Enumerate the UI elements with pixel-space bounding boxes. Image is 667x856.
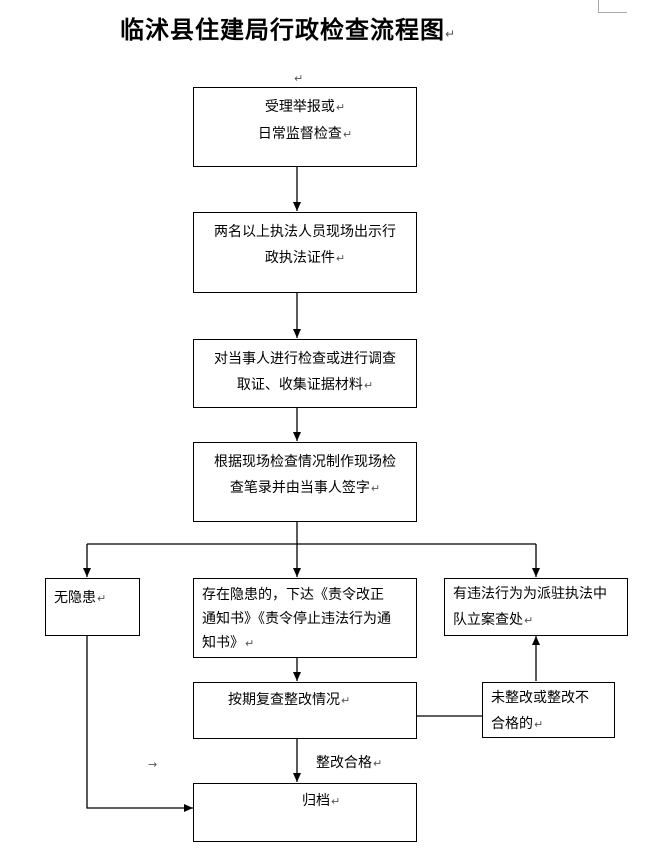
box-violation-line1: 有违法行为为派驻执法中 [453,586,607,602]
box-violation-line2: 队立案查处↵ [453,612,534,628]
box-not-rectified: 未整改或整改不 合格的↵ [482,682,615,738]
box-receive-report: 受理举报或↵ 日常监督检查↵ [193,87,417,167]
tab-mark: → [148,758,158,771]
empty-paragraph-mark: ↵ [294,72,304,85]
return-mark: ↵ [445,27,457,41]
box-hazard-line3: 知书》↵ [202,635,255,651]
page-corner-mark [598,0,627,13]
box-nohazard-text: 无隐患↵ [54,590,107,606]
box-inspect-investigate: 对当事人进行检查或进行调查 取证、收集证据材料↵ [193,339,417,408]
box-hazard-notice: 存在隐患的，下达《责令改正 通知书》《责令停止违法行为通 知书》↵ [193,578,417,658]
title-text: 临沭县住建局行政检查流程图 [120,16,445,44]
box-review-rectification: 按期复查整改情况↵ [193,682,417,739]
box-show-credentials: 两名以上执法人员现场出示行 政执法证件↵ [193,212,417,293]
box-receive-line2: 日常监督检查↵ [257,126,353,142]
box-notfixed-line2: 合格的↵ [491,716,544,732]
box-record-line2: 查笔录并由当事人签字↵ [229,480,381,496]
box-receive-line1: 受理举报或↵ [264,99,346,115]
box-notfixed-line1: 未整改或整改不 [491,690,589,706]
box-violation-case: 有违法行为为派驻执法中 队立案查处↵ [444,578,628,636]
box-showid-line2: 政执法证件↵ [264,250,346,266]
box-inspect-line2: 取证、收集证据材料↵ [236,377,374,393]
box-no-hazard: 无隐患↵ [45,578,140,636]
box-review-text: 按期复查整改情况↵ [228,692,351,708]
box-record-line1: 根据现场检查情况制作现场检 [214,454,396,470]
box-inspect-line1: 对当事人进行检查或进行调查 [214,351,396,367]
page-title: 临沭县住建局行政检查流程图↵ [120,10,456,45]
box-hazard-line2: 通知书》《责令停止违法行为通 [202,611,391,627]
box-onsite-record: 根据现场检查情况制作现场检 查笔录并由当事人签字↵ [193,442,417,522]
box-showid-line1: 两名以上执法人员现场出示行 [214,224,396,240]
arrow-nohazard-to-archive [86,636,193,812]
box-hazard-line1: 存在隐患的，下达《责令改正 [202,587,384,603]
edge-label-rectified-ok: 整改合格↵ [316,755,383,771]
box-archive-text: 归档↵ [302,793,341,809]
box-archive: 归档↵ [193,783,417,842]
